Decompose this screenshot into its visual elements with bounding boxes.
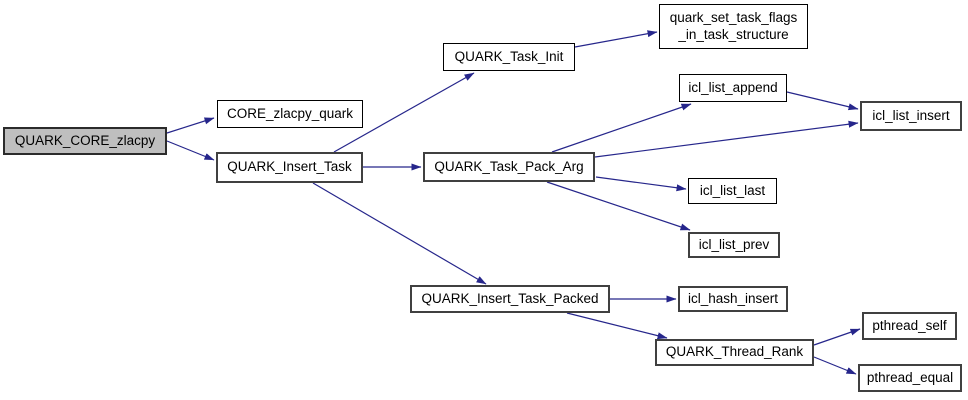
- node-label: QUARK_Task_Init: [454, 48, 564, 64]
- edge-quark-core-zlacpy-to-quark-insert-task: [166, 140, 215, 161]
- node-quark-insert-task[interactable]: QUARK_Insert_Task: [216, 152, 363, 183]
- node-pthread-equal[interactable]: pthread_equal: [858, 364, 962, 392]
- node-quark-core-zlacpy: QUARK_CORE_zlacpy: [3, 127, 167, 155]
- node-icl-hash-insert[interactable]: icl_hash_insert: [678, 286, 788, 312]
- edge-quark-insert-task-packed-to-quark-thread-rank: [566, 312, 668, 340]
- edge-quark-task-pack-arg-to-icl-list-append: [551, 103, 692, 153]
- node-icl-list-last[interactable]: icl_list_last: [688, 178, 777, 204]
- edge-quark-task-pack-arg-to-icl-list-prev: [546, 181, 691, 231]
- node-label: icl_list_prev: [698, 236, 770, 252]
- edge-quark-insert-task-to-quark-task-init: [333, 72, 475, 153]
- node-icl-list-append[interactable]: icl_list_append: [679, 74, 787, 102]
- node-label: QUARK_Task_Pack_Arg: [434, 158, 584, 174]
- node-quark-set-task-flags-in-task-structure[interactable]: quark_set_task_flags_in_task_structure: [659, 4, 808, 49]
- node-label: QUARK_Thread_Rank: [665, 344, 804, 360]
- edge-quark-core-zlacpy-to-core-zlacpy-quark: [166, 117, 215, 134]
- node-label: pthread_self: [872, 317, 947, 333]
- node-label: icl_list_last: [699, 182, 766, 198]
- node-label: QUARK_Insert_Task_Packed: [421, 290, 599, 306]
- edge-quark-task-pack-arg-to-icl-list-last: [595, 176, 687, 192]
- node-label: icl_list_insert: [872, 107, 950, 123]
- node-core-zlacpy-quark[interactable]: CORE_zlacpy_quark: [217, 100, 363, 128]
- edge-quark-thread-rank-to-pthread-equal: [813, 356, 857, 375]
- node-label: icl_hash_insert: [687, 290, 779, 306]
- edge-icl-list-append-to-icl-list-insert: [786, 91, 859, 111]
- node-label: quark_set_task_flags: [669, 9, 798, 25]
- edge-quark-task-init-to-quark-set-task-flags-in-task-structure: [574, 30, 658, 48]
- node-label: QUARK_Insert_Task: [227, 159, 352, 175]
- node-label: CORE_zlacpy_quark: [226, 105, 354, 121]
- node-quark-insert-task-packed[interactable]: QUARK_Insert_Task_Packed: [410, 285, 610, 313]
- node-icl-list-prev[interactable]: icl_list_prev: [688, 232, 780, 258]
- node-icl-list-insert[interactable]: icl_list_insert: [860, 101, 962, 131]
- node-pthread-self[interactable]: pthread_self: [862, 312, 957, 340]
- node-quark-task-pack-arg[interactable]: QUARK_Task_Pack_Arg: [423, 152, 595, 182]
- edge-quark-thread-rank-to-pthread-self: [813, 328, 861, 346]
- node-label: QUARK_CORE_zlacpy: [14, 132, 156, 148]
- node-label: pthread_equal: [866, 369, 954, 385]
- node-label: icl_list_append: [688, 79, 778, 95]
- node-label: _in_task_structure: [678, 26, 789, 42]
- node-quark-thread-rank[interactable]: QUARK_Thread_Rank: [655, 339, 814, 366]
- edge-quark-insert-task-to-quark-insert-task-packed: [312, 182, 487, 285]
- edge-quark-task-pack-arg-to-icl-list-insert: [594, 120, 859, 158]
- node-quark-task-init[interactable]: QUARK_Task_Init: [443, 43, 575, 71]
